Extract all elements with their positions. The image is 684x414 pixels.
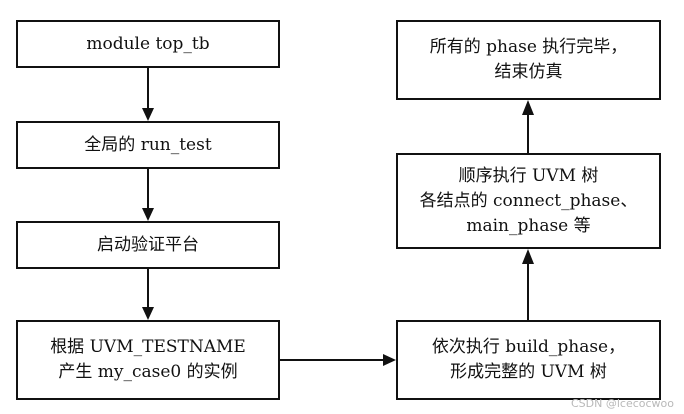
arrow-right: [280, 354, 396, 366]
node-text: 结束仿真: [494, 62, 563, 82]
node-text: 各结点的 connect_phase、: [419, 190, 638, 211]
node-build-phase: 依次执行 build_phase， 形成完整的 UVM 树: [396, 320, 661, 400]
node-end-simulation: 所有的 phase 执行完毕， 结束仿真: [396, 20, 661, 100]
node-text: 所有的 phase 执行完毕，: [429, 37, 628, 57]
node-text: 顺序执行 UVM 树: [458, 165, 599, 186]
node-text: main_phase 等: [466, 215, 591, 236]
node-global-run-test: 全局的 run_test: [16, 121, 280, 169]
node-start-platform: 启动验证平台: [16, 221, 280, 269]
node-module-top-tb: module top_tb: [16, 20, 280, 68]
node-create-case: 根据 UVM_TESTNAME 产生 my_case0 的实例: [16, 320, 280, 400]
node-connect-main-phase: 顺序执行 UVM 树 各结点的 connect_phase、 main_phas…: [396, 153, 661, 249]
node-text: 依次执行 build_phase，: [431, 337, 626, 357]
watermark: CSDN @lcecocwoo: [570, 397, 674, 410]
node-text: 全局的 run_test: [84, 134, 212, 155]
node-text: module top_tb: [86, 33, 210, 54]
arrow-down-2: [142, 169, 154, 221]
node-text: 启动验证平台: [97, 234, 199, 255]
arrow-down-1: [142, 68, 154, 121]
arrow-down-3: [142, 269, 154, 320]
arrow-up-2: [522, 100, 534, 153]
node-text: 产生 my_case0 的实例: [58, 362, 238, 382]
node-text: 根据 UVM_TESTNAME: [50, 337, 246, 357]
arrow-up-1: [522, 249, 534, 320]
node-text: 形成完整的 UVM 树: [450, 362, 607, 382]
